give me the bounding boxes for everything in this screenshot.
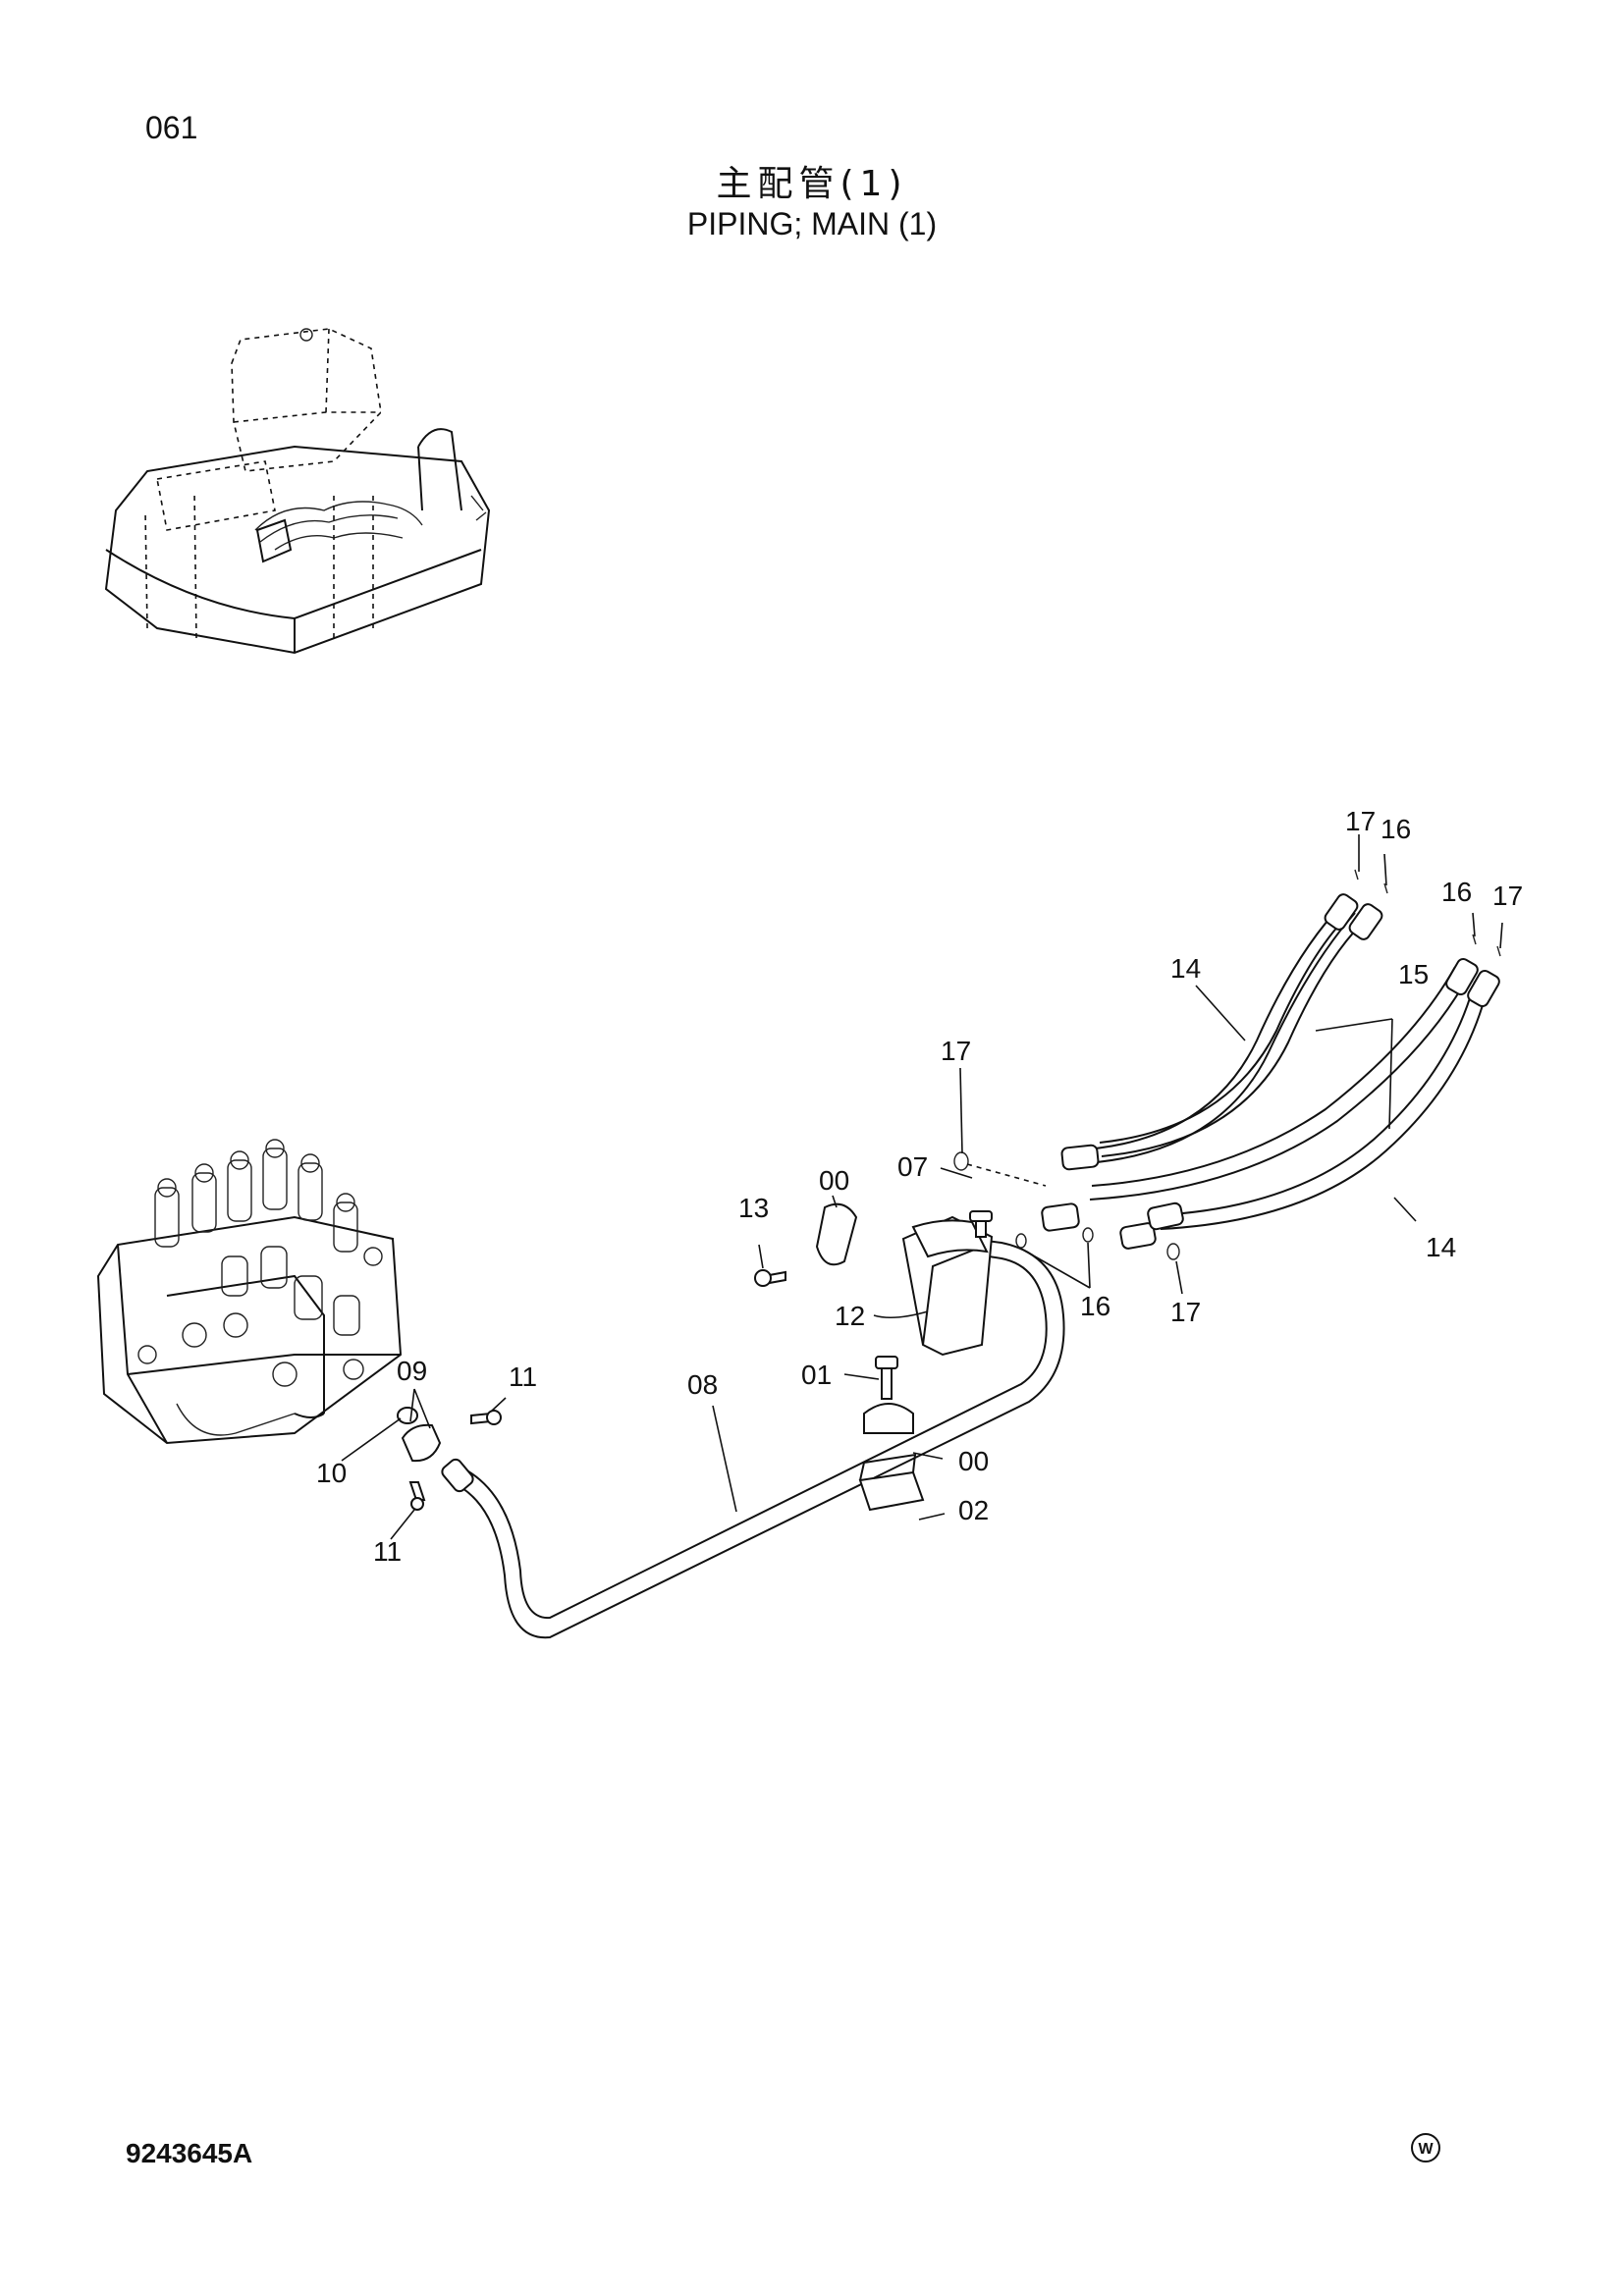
callout-16-top-right: 16: [1441, 877, 1472, 907]
circled-mark-letter: W: [1418, 2141, 1434, 2158]
callout-08: 08: [687, 1369, 718, 1400]
control-valve-illustration: [96, 1139, 403, 1445]
callout-17-top-left: 17: [1345, 806, 1376, 836]
callout-labels: 17 16 16 17 14 15 17 07 00 13 12 16 17 1…: [316, 806, 1523, 1567]
callout-17-left: 17: [941, 1036, 971, 1066]
callout-10: 10: [316, 1458, 347, 1488]
callout-01: 01: [801, 1360, 832, 1390]
callout-17-lower: 17: [1170, 1297, 1201, 1327]
callout-09: 09: [397, 1356, 427, 1386]
callout-13: 13: [738, 1193, 769, 1223]
callout-16-lower: 16: [1080, 1291, 1110, 1321]
machine-overview-illustration: [104, 328, 491, 655]
page-title-japanese: 主配管(1): [716, 164, 908, 204]
page-number: 061: [145, 110, 198, 145]
callout-00-lower: 00: [958, 1446, 989, 1476]
circled-w-mark-icon: W: [1411, 2133, 1440, 2163]
callout-02: 02: [958, 1495, 989, 1525]
callout-12: 12: [835, 1301, 865, 1331]
bracket-and-clamps: [397, 869, 1501, 1512]
document-code: 9243645A: [126, 2138, 253, 2168]
callout-17-top-right: 17: [1492, 881, 1523, 911]
callout-15: 15: [1398, 959, 1429, 989]
callout-11-upper: 11: [509, 1362, 537, 1392]
callout-11-lower: 11: [373, 1536, 402, 1567]
callout-00-upper: 00: [819, 1165, 849, 1196]
callout-16-top-left: 16: [1380, 814, 1411, 844]
hose-assemblies: [1041, 893, 1500, 1250]
leader-lines: [341, 834, 1503, 1540]
main-pipe: [441, 1232, 1065, 1639]
page-title-english: PIPING; MAIN (1): [686, 206, 938, 241]
callout-14-upper: 14: [1170, 953, 1201, 984]
callout-14-lower: 14: [1426, 1232, 1456, 1262]
callout-07: 07: [897, 1151, 928, 1182]
